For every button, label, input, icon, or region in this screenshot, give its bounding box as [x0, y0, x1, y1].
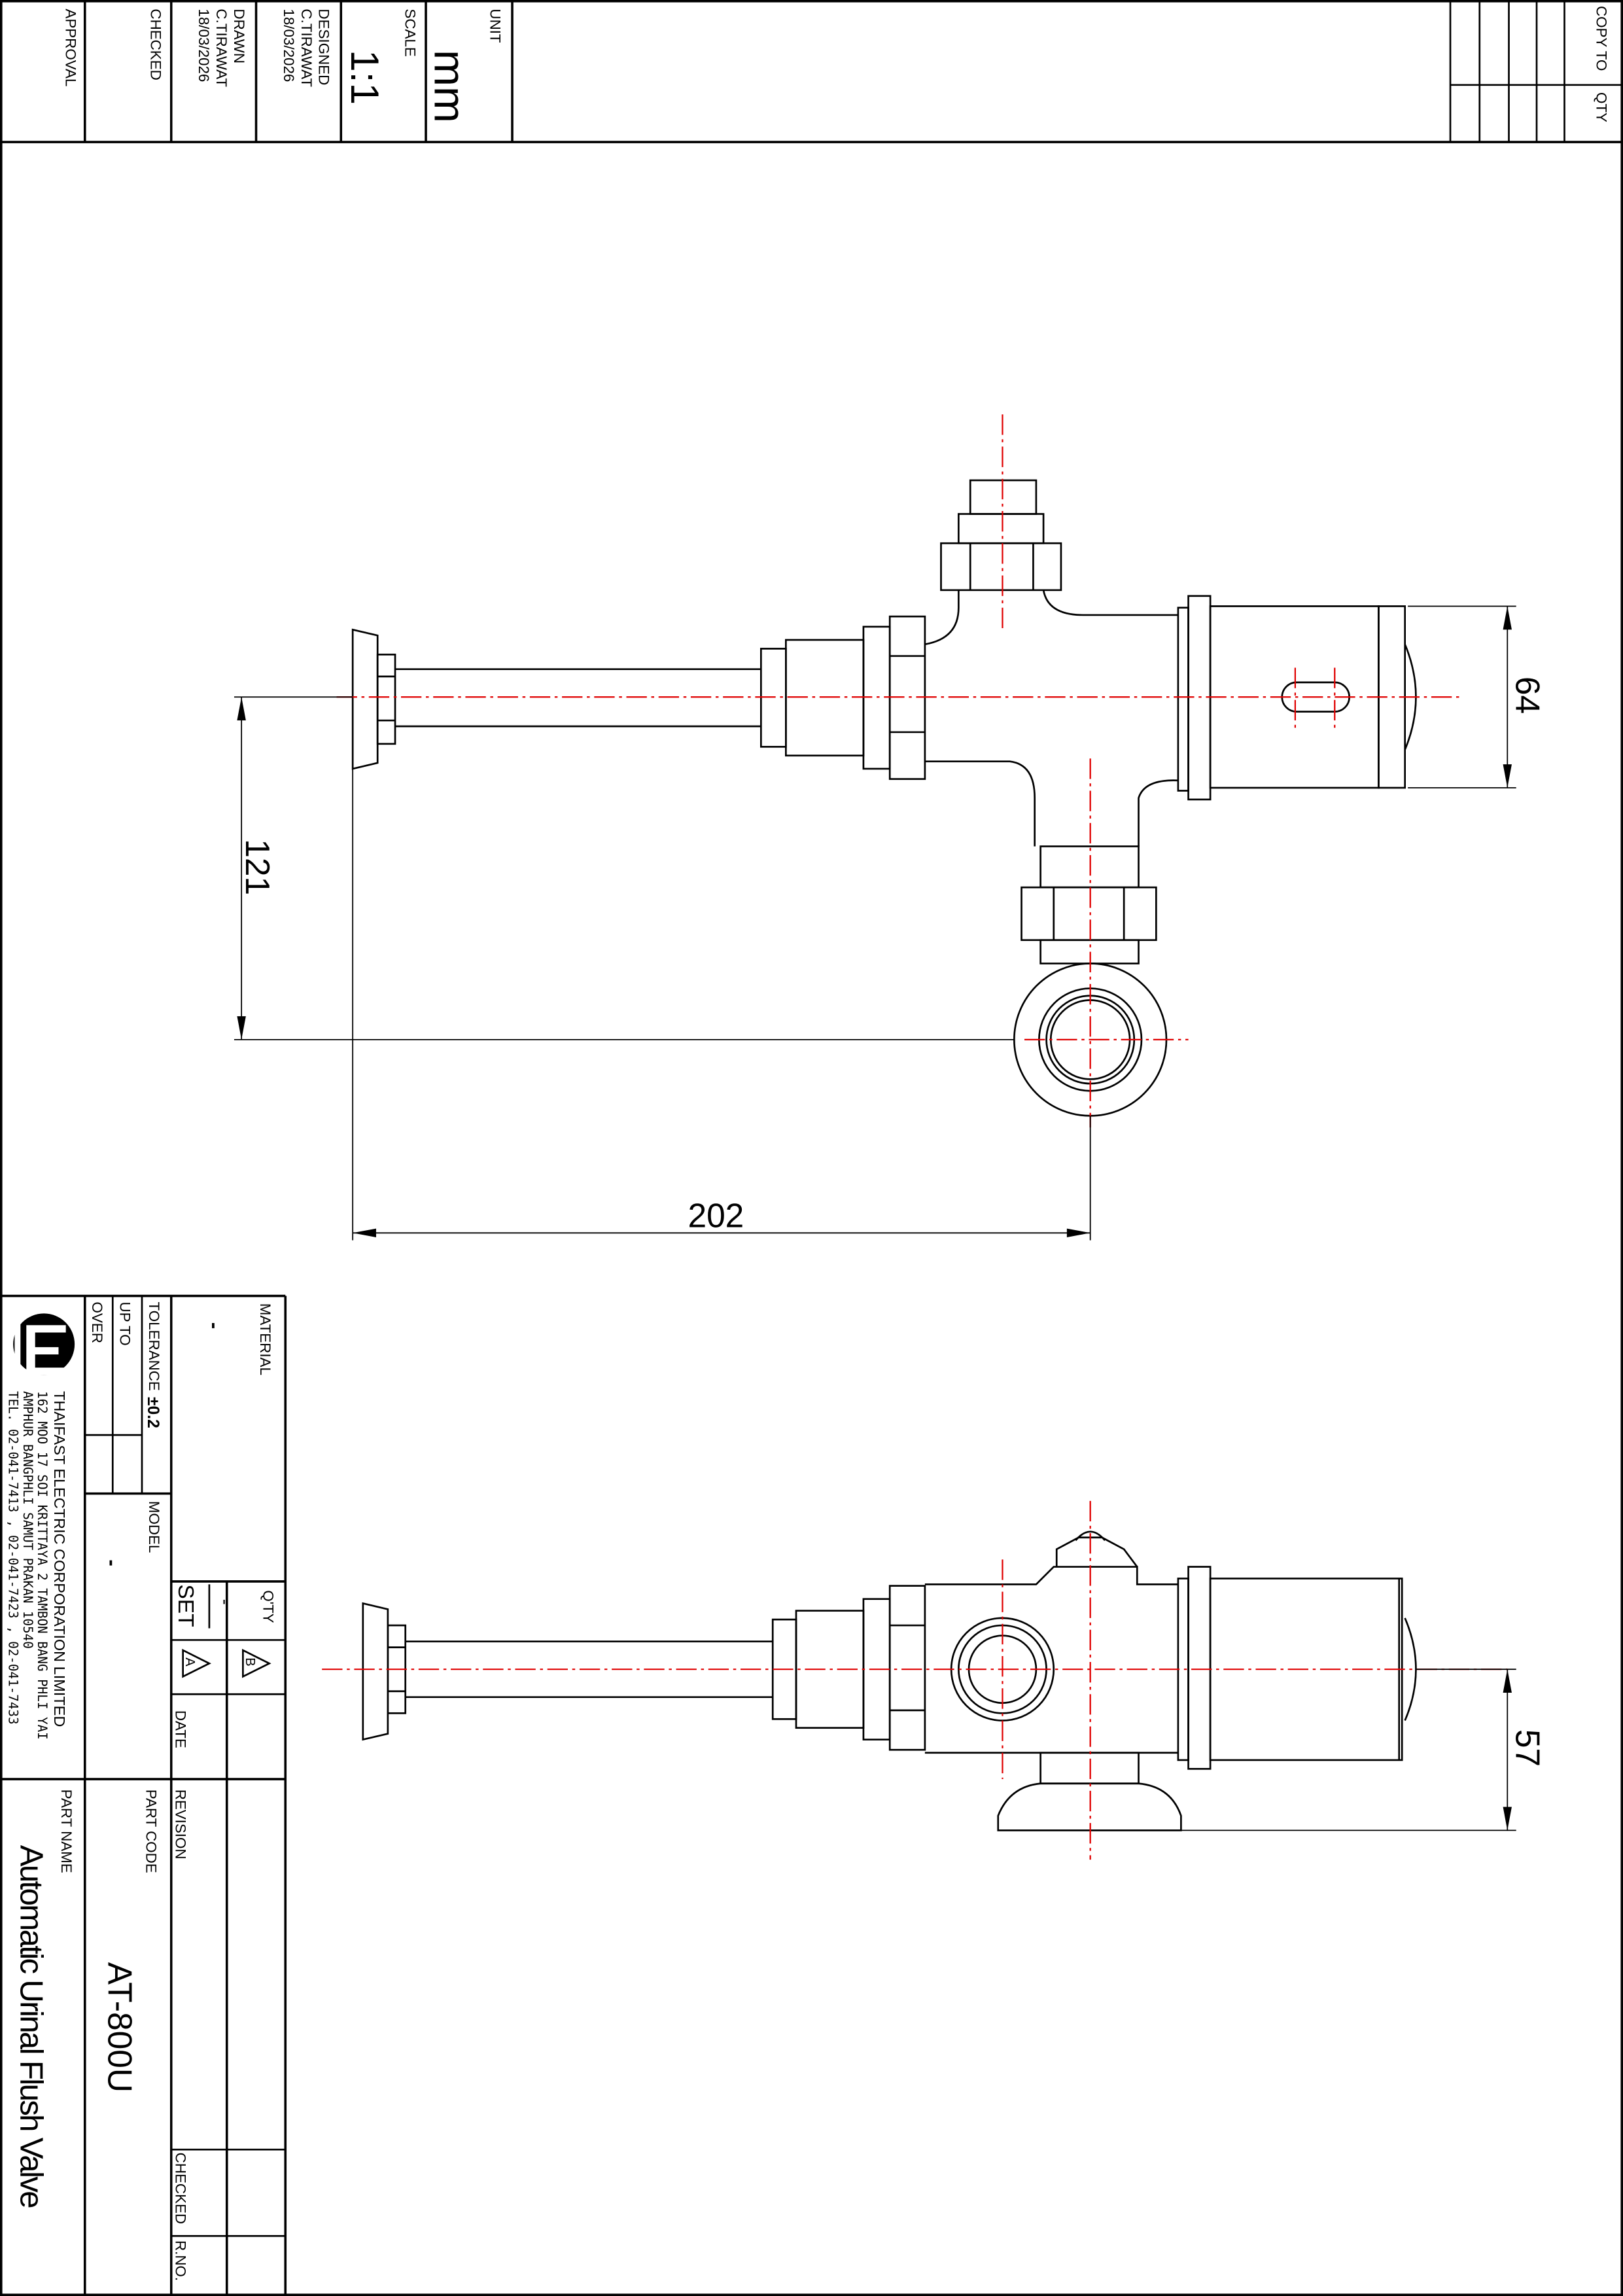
model-value: -	[101, 1559, 124, 1566]
dimension-64-label: 64	[1509, 677, 1547, 714]
checked-label: CHECKED	[147, 9, 164, 80]
outlet-nut	[1021, 886, 1157, 942]
revision-triangle-a: A	[182, 1648, 211, 1678]
dimension-64: 64	[1408, 605, 1547, 788]
revision-b-label: B	[243, 1657, 257, 1666]
drawn-date: 18/03/2026	[196, 9, 212, 82]
part-code: AT-800U	[101, 1962, 139, 2093]
dimension-57: 57	[1181, 1669, 1547, 1831]
part-name-label: PART NAME	[58, 1790, 75, 1873]
up-to-label: UP TO	[116, 1301, 133, 1345]
dimension-121: 121	[234, 696, 1015, 1040]
drawn-label: DRAWN	[231, 9, 247, 63]
title-block: MATERIAL - Q'TY - SET B A DATE TOLERANCE…	[0, 1294, 287, 2296]
header-strip: UNIT mm SCALE 1:1 DESIGNED C.TIRAWAT 18/…	[0, 0, 1623, 143]
revision-number-label: R.NO.	[172, 2240, 188, 2281]
material-value: -	[203, 1322, 226, 1329]
tolerance-label: TOLERANCE	[146, 1301, 162, 1390]
company-logo	[13, 1313, 75, 1375]
push-handle	[351, 628, 379, 770]
designed-label: DESIGNED	[316, 9, 332, 85]
date-label: DATE	[172, 1710, 188, 1748]
dimension-202-label: 202	[688, 1196, 744, 1234]
revision-a-label: A	[183, 1657, 197, 1667]
company-phone: TEL. 02-041-7413 , 02-041-7423 , 02-041-…	[5, 1391, 20, 1725]
top-view-drawing: 64 121 202	[234, 414, 1547, 1241]
top-nut	[940, 542, 1062, 592]
side-view-drawing: 57	[322, 1500, 1547, 1860]
unit-value: mm	[425, 50, 474, 123]
unit-label: UNIT	[487, 9, 503, 43]
part-name: Automatic Urinal Flush Valve	[13, 1845, 49, 2208]
company-address-line-2: AMPHUR BANGPHLI SAMUT PRAKAN 10540	[20, 1391, 35, 1649]
drawn-by: C.TIRAWAT	[213, 9, 230, 87]
approval-label: APPROVAL	[63, 9, 79, 86]
revision-label: REVISION	[172, 1790, 188, 1860]
dimension-57-label: 57	[1509, 1729, 1547, 1767]
qty-value: -	[216, 1599, 236, 1605]
revision-checked-label: CHECKED	[172, 2153, 188, 2224]
valve-body	[924, 590, 960, 645]
over-label: OVER	[89, 1301, 105, 1343]
company-name: THAIFAST ELECTRIC CORPORATION LIMITED	[51, 1391, 68, 1727]
material-label: MATERIAL	[257, 1303, 273, 1375]
dimension-121-label: 121	[239, 839, 277, 895]
model-label: MODEL	[146, 1501, 162, 1553]
qty-header-label: QTY	[1594, 92, 1610, 122]
designed-by: C.TIRAWAT	[298, 9, 315, 87]
dimension-202: 202	[352, 768, 1091, 1241]
revision-triangle-b: B	[242, 1648, 271, 1678]
qty-label: Q'TY	[260, 1590, 277, 1623]
copy-to-label: COPY TO	[1594, 6, 1610, 71]
company-address-line-1: 162 MOO 17 SOI KRITTAYA 2 TAMBON BANG PH…	[35, 1391, 50, 1740]
qty-unit: SET	[173, 1584, 198, 1627]
part-code-label: PART CODE	[143, 1790, 160, 1873]
scale-label: SCALE	[402, 9, 419, 56]
designed-date: 18/03/2026	[281, 9, 297, 82]
tolerance-value: ±0.2	[144, 1397, 162, 1428]
scale-value: 1:1	[343, 50, 387, 105]
